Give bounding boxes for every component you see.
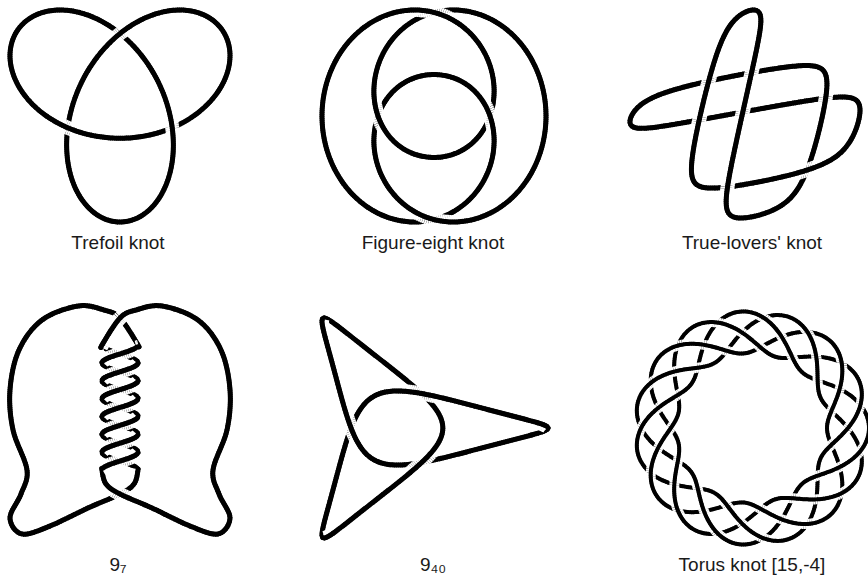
knot-strand bbox=[169, 174, 170, 176]
strand-line bbox=[169, 174, 170, 176]
strand-line bbox=[159, 12, 161, 13]
strand-line bbox=[30, 102, 31, 103]
knot-drawing bbox=[322, 10, 546, 222]
knot-strand bbox=[159, 12, 161, 13]
knot-drawing bbox=[10, 10, 230, 222]
knot-strand bbox=[30, 102, 31, 103]
